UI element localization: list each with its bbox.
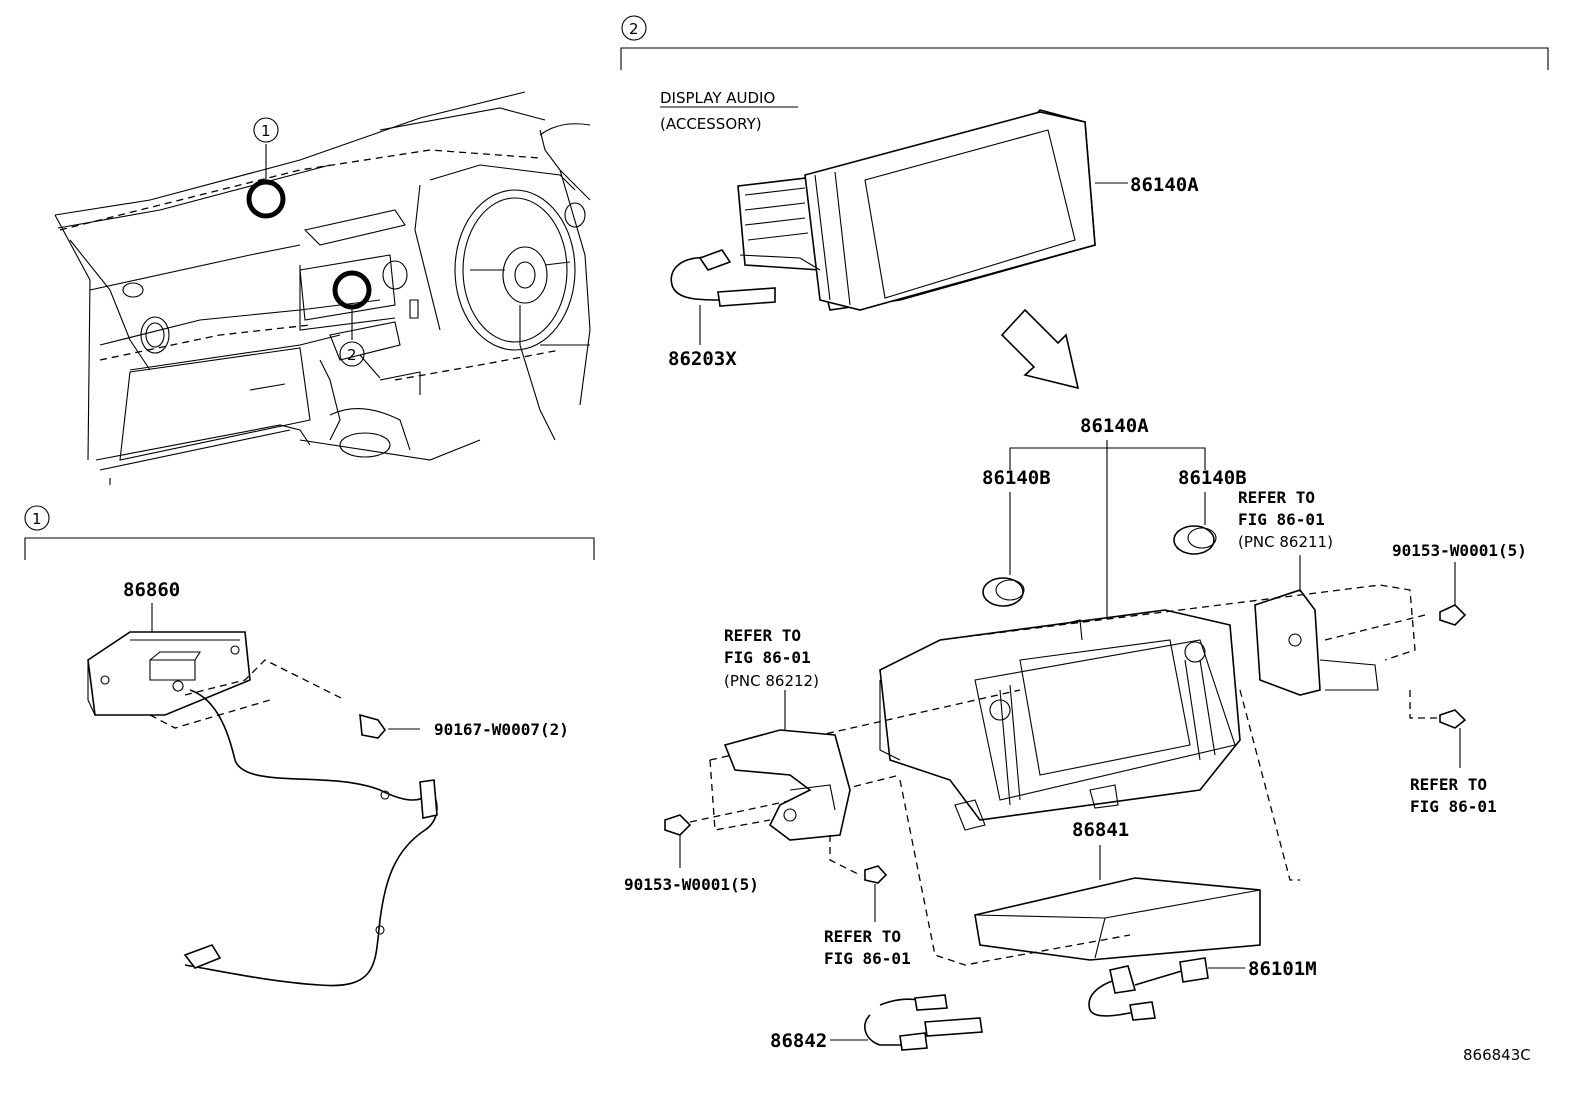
part-90167-label: 90167-W0007(2) <box>434 720 569 739</box>
accessory-note: (ACCESSORY) <box>660 115 762 133</box>
display-audio-header: DISPLAY AUDIO <box>660 89 775 107</box>
refer-right-bottom-line1: REFER TO <box>1410 775 1487 794</box>
connector-pins-icon <box>744 187 809 241</box>
section-1-marker: 1 <box>32 510 42 528</box>
refer-middle-line1: REFER TO <box>824 927 901 946</box>
section-2-marker: 2 <box>629 20 639 38</box>
refer-left-line1: REFER TO <box>724 626 801 645</box>
dashboard-illustration: 1 2 <box>54 91 591 485</box>
refer-right-top-line1: REFER TO <box>1238 488 1315 507</box>
refer-right-top-line2: FIG 86-01 <box>1238 510 1325 529</box>
part-86101M-label: 86101M <box>1248 958 1317 980</box>
part-86860-label: 86860 <box>123 579 180 601</box>
knob-right-icon <box>1173 525 1217 555</box>
arrow-down-right-icon <box>1000 308 1080 390</box>
refer-right-bottom-line2: FIG 86-01 <box>1410 797 1497 816</box>
knob-left-icon <box>982 577 1025 607</box>
refer-left-line3: (PNC 86212) <box>724 672 819 690</box>
refer-left-line2: FIG 86-01 <box>724 648 811 667</box>
part-86140B-left-label: 86140B <box>982 467 1051 489</box>
part-86140B-right-label: 86140B <box>1178 467 1247 489</box>
part-86140A-top-label: 86140A <box>1130 174 1199 196</box>
dashboard-callout-2: 2 <box>347 346 357 364</box>
diagram-code: 866843C <box>1463 1046 1531 1064</box>
part-86203X-label: 86203X <box>668 348 737 370</box>
refer-middle-line2: FIG 86-01 <box>824 949 911 968</box>
part-90153-left-label: 90153-W0001(5) <box>624 875 759 894</box>
part-86140A-label: 86140A <box>1080 415 1149 437</box>
section-2: 2 DISPLAY AUDIO (ACCESSORY) 86203X 86140… <box>620 15 1549 1052</box>
part-86841-label: 86841 <box>1072 819 1129 841</box>
section-1: 1 86860 90167-W0007(2) <box>24 505 595 987</box>
refer-right-top-line3: (PNC 86211) <box>1238 533 1333 551</box>
part-86842-label: 86842 <box>770 1030 827 1052</box>
part-90153-right-label: 90153-W0001(5) <box>1392 541 1527 560</box>
dashboard-callout-1: 1 <box>261 122 271 140</box>
